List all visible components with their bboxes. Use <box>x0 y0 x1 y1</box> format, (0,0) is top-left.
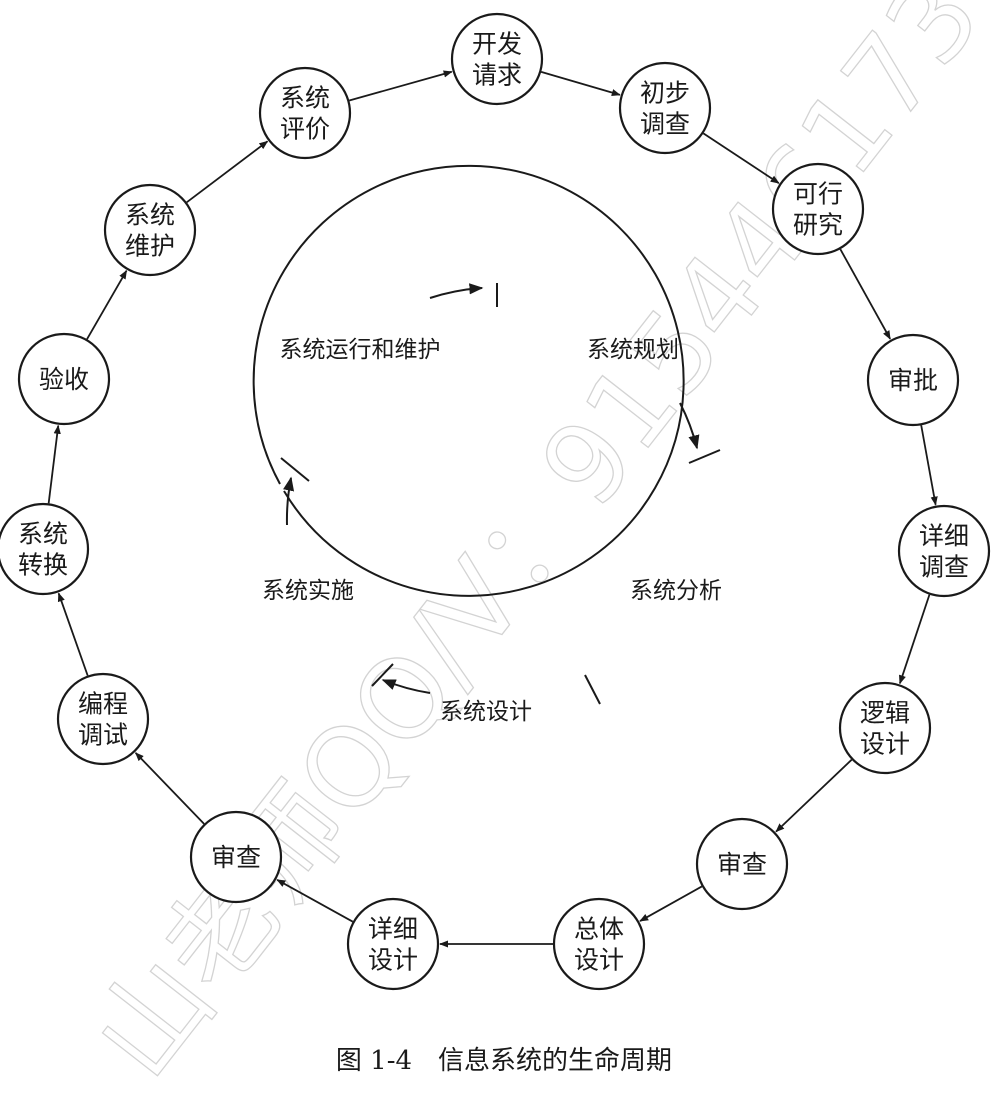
phase-divider-left-lower <box>371 663 394 687</box>
arrow-detailed-design-to-review-2 <box>276 878 354 923</box>
step-circle <box>866 333 960 427</box>
ring-arrow-to-operation <box>283 476 295 526</box>
phase-label-planning: 系统规划 <box>587 337 679 363</box>
step-circle <box>56 672 150 766</box>
step-label-line: 验收 <box>39 365 89 394</box>
ring-arrow-to-analysis <box>679 402 700 450</box>
step-label-line: 设计 <box>860 730 910 759</box>
step-circle <box>346 897 440 991</box>
step-label-line: 系统 <box>18 520 68 549</box>
arrow-review-2-to-coding-debugging <box>134 752 205 825</box>
step-circle <box>450 12 544 106</box>
step-node-approval: 审批 <box>866 333 960 427</box>
watermark: 山老师QQ/V：915446173 <box>70 0 1005 1100</box>
inner-phase-ring: 系统规划 系统分析 系统设计 系统实施 系统运行和维护 <box>252 164 722 725</box>
arrow-dev-request-to-preliminary-survey <box>540 71 621 97</box>
step-circle <box>103 183 197 277</box>
step-label-line: 评价 <box>280 115 330 144</box>
step-label-line: 调查 <box>919 553 969 582</box>
outer-cycle-steps: 开发请求初步调查可行研究审批详细调查逻辑设计审查总体设计详细设计审查编程调试系统… <box>0 12 991 991</box>
step-label-line: 逻辑 <box>860 699 910 728</box>
arrow-coding-debugging-to-system-conversion <box>57 592 89 676</box>
step-label-line: 研究 <box>793 211 843 240</box>
phase-label-operation-maintenance: 系统运行和维护 <box>280 337 441 363</box>
step-node-acceptance: 验收 <box>17 332 111 426</box>
step-label-line: 编程 <box>78 690 128 719</box>
step-label-line: 总体 <box>574 915 624 944</box>
step-label-line: 请求 <box>472 61 522 90</box>
step-label-line: 详细 <box>368 915 418 944</box>
phase-divider-right-lower <box>584 674 601 705</box>
step-label-line: 系统 <box>280 84 330 113</box>
step-circle <box>17 332 111 426</box>
ring-arrow-to-planning <box>429 283 484 299</box>
phase-label-analysis: 系统分析 <box>630 578 722 604</box>
step-label-line: 转换 <box>18 551 68 580</box>
step-circle <box>0 502 90 596</box>
inner-ring-circle <box>252 164 685 597</box>
phase-label-implementation: 系统实施 <box>262 578 354 604</box>
phase-divider-right-upper <box>688 449 721 464</box>
step-label-line: 详细 <box>919 522 969 551</box>
step-node-review-2: 审查 <box>189 810 283 904</box>
step-circle <box>258 66 352 160</box>
arrow-logical-design-to-review-1 <box>775 759 853 833</box>
step-label-line: 初步 <box>640 79 690 108</box>
arrow-detailed-survey-to-logical-design <box>899 594 931 685</box>
arrow-system-evaluation-to-dev-request <box>349 70 453 102</box>
step-label-line: 调试 <box>78 721 128 750</box>
arrow-review-1-to-overall-design <box>639 885 703 922</box>
arrow-approval-to-detailed-survey <box>920 425 938 506</box>
step-label-line: 审查 <box>211 843 261 872</box>
step-circle <box>189 810 283 904</box>
arrow-system-conversion-to-acceptance <box>47 424 61 504</box>
step-node-review-1: 审查 <box>695 817 789 911</box>
step-label-line: 设计 <box>574 946 624 975</box>
step-circle <box>618 61 712 155</box>
step-label-line: 可行 <box>793 180 843 209</box>
phase-divider-left-upper <box>280 457 310 482</box>
arrow-acceptance-to-system-maintenance <box>86 269 128 340</box>
outer-cycle-arrows <box>47 70 938 948</box>
ring-arrow-to-design-end <box>381 679 431 694</box>
step-label-line: 系统 <box>125 201 175 230</box>
step-circle <box>552 897 646 991</box>
step-circle <box>838 681 932 775</box>
step-circle <box>695 817 789 911</box>
arrow-preliminary-survey-to-feasibility-study <box>702 132 780 184</box>
step-label-line: 审批 <box>888 366 938 395</box>
phase-label-design: 系统设计 <box>440 699 532 725</box>
step-circle <box>897 504 991 598</box>
step-label-line: 审查 <box>717 850 767 879</box>
step-label-line: 开发 <box>472 30 522 59</box>
figure-caption: 图 1-4 信息系统的生命周期 <box>335 1046 673 1076</box>
step-label-line: 维护 <box>125 232 175 261</box>
arrow-feasibility-study-to-approval <box>839 248 891 340</box>
step-label-line: 调查 <box>640 110 690 139</box>
step-circle <box>771 162 865 256</box>
arrow-system-maintenance-to-system-evaluation <box>186 140 269 204</box>
step-label-line: 设计 <box>368 946 418 975</box>
